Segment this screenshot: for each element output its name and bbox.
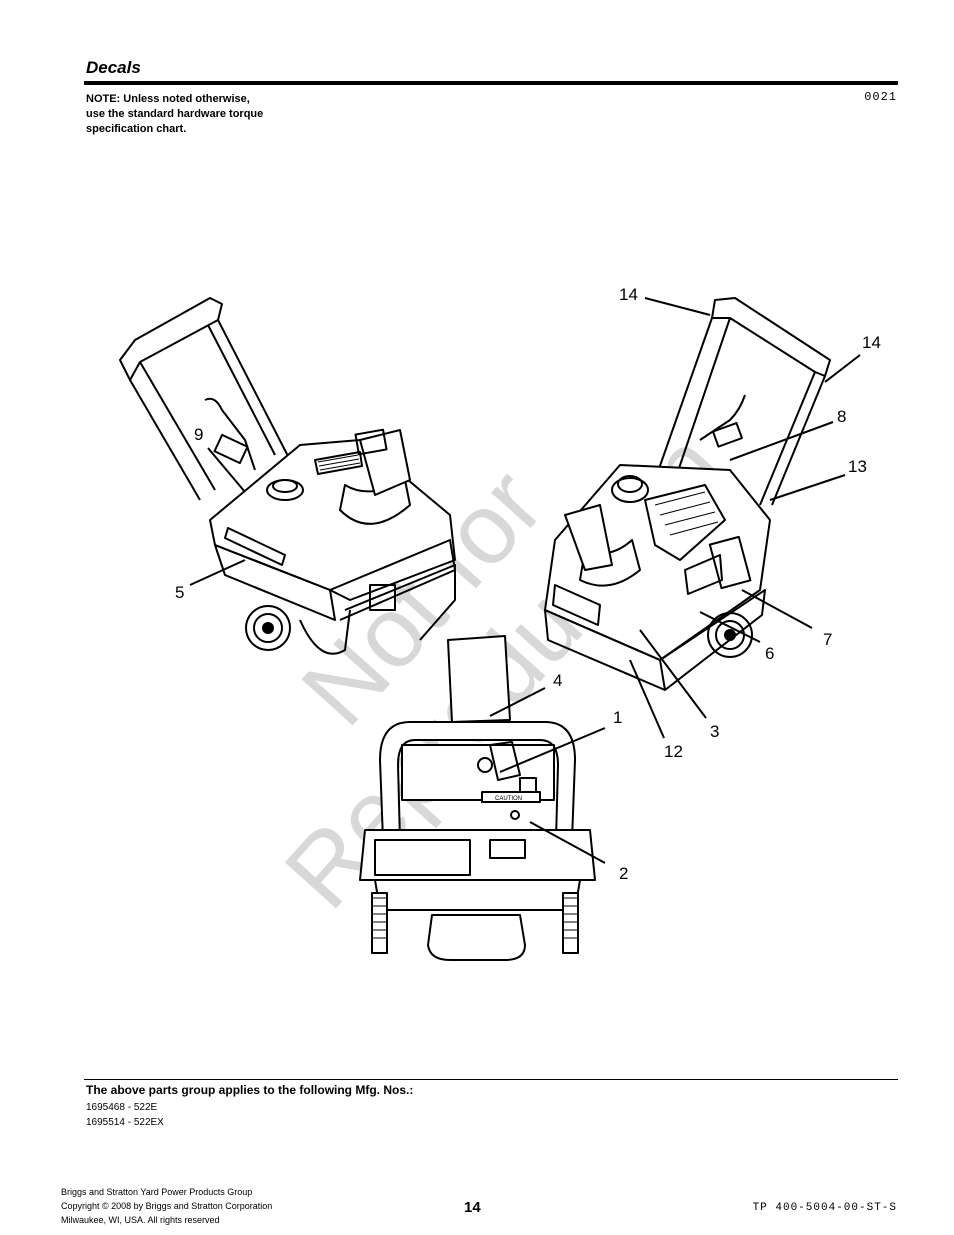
right-snowthrower-illustration <box>544 297 831 691</box>
page-number: 14 <box>464 1199 481 1216</box>
mfg-number-2: 1695514 - 522EX <box>86 1117 164 1128</box>
company-line-2: Copyright © 2008 by Briggs and Stratton … <box>61 1201 273 1211</box>
note-line-3: specification chart. <box>86 123 187 135</box>
page-title: Decals <box>86 58 141 77</box>
torque-note: NOTE: Unless noted otherwise, use the st… <box>86 92 326 137</box>
company-info: Briggs and Stratton Yard Power Products … <box>61 1185 361 1227</box>
footer-rule <box>84 1079 898 1080</box>
caution-decal-text: CAUTION <box>495 796 522 802</box>
callout-5: 5 <box>175 583 184 602</box>
callout-8: 8 <box>837 407 846 426</box>
callout-4: 4 <box>553 671 562 690</box>
company-line-3: Milwaukee, WI, USA. All rights reserved <box>61 1215 220 1225</box>
leader-lines <box>189 297 861 864</box>
callout-3: 3 <box>710 722 719 741</box>
callout-numbers: 14 14 8 13 9 5 7 6 4 1 3 12 2 <box>175 285 881 883</box>
section-code: 0021 <box>864 90 897 104</box>
document-code: TP 400-5004-00-ST-S <box>752 1202 897 1214</box>
callout-14-right: 14 <box>862 333 881 352</box>
mfg-number-1: 1695468 - 522E <box>86 1102 158 1113</box>
callout-7: 7 <box>823 630 832 649</box>
callout-9: 9 <box>194 425 203 444</box>
note-line-1: NOTE: Unless noted otherwise, <box>86 93 250 105</box>
rear-view-illustration: CAUTION <box>359 635 596 961</box>
left-snowthrower-illustration <box>119 297 456 655</box>
callout-2: 2 <box>619 864 628 883</box>
callout-6: 6 <box>765 644 774 663</box>
header-rule <box>84 81 898 85</box>
applies-title: The above parts group applies to the fol… <box>86 1083 414 1097</box>
callout-13: 13 <box>848 457 867 476</box>
callout-1: 1 <box>613 708 622 727</box>
callout-12: 12 <box>664 742 683 761</box>
note-line-2: use the standard hardware torque <box>86 108 264 120</box>
callout-14-top: 14 <box>619 285 638 304</box>
company-line-1: Briggs and Stratton Yard Power Products … <box>61 1187 253 1197</box>
